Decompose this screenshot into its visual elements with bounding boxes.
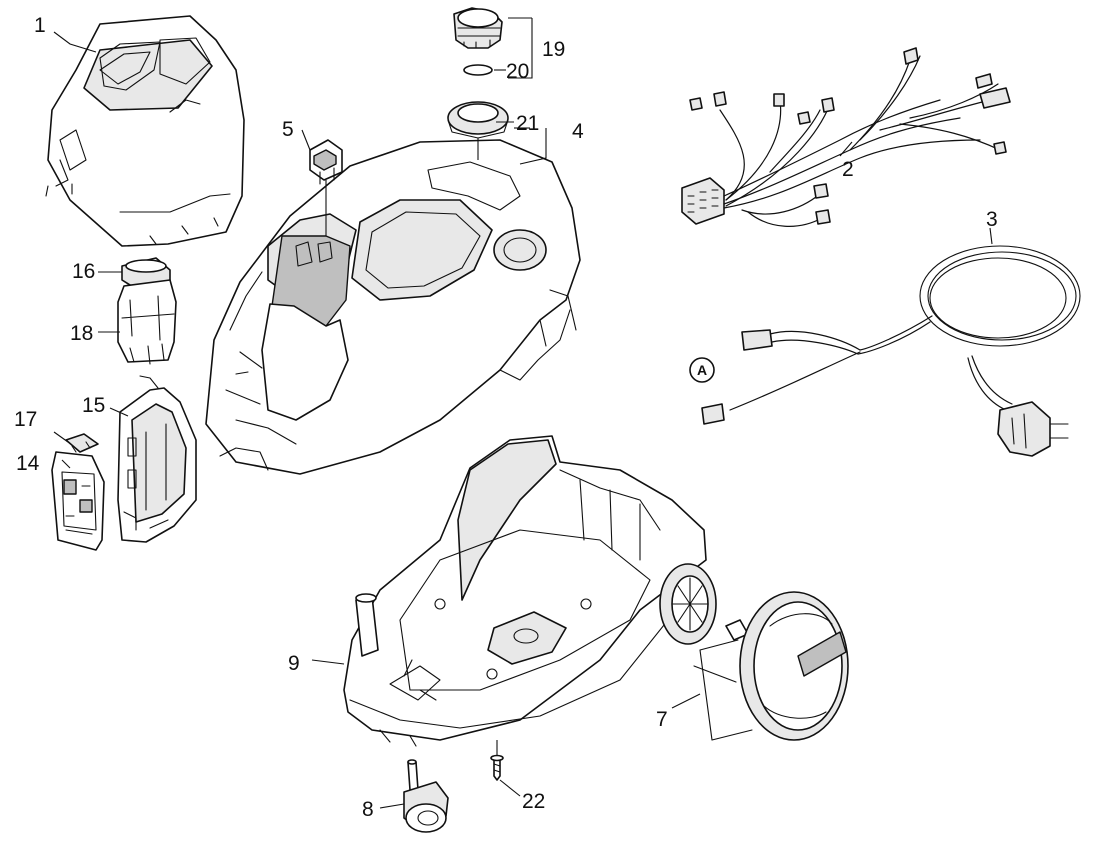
callout-7: 7: [656, 708, 668, 731]
callout-16: 16: [72, 260, 95, 283]
callout-9: 9: [288, 652, 300, 675]
callout-14: 14: [16, 452, 40, 475]
leader-lines: [53, 17, 993, 809]
callout-20: 20: [506, 60, 529, 83]
part-8-castor: [403, 759, 449, 833]
part-9-base: [343, 435, 707, 747]
part-22-screw: [490, 740, 504, 781]
marker-a-label: A: [697, 362, 707, 378]
callout-18: 18: [70, 322, 93, 345]
callout-labels: 1 2 3 4 5 7 8 9 14 15 16 17 18 19 20 21 …: [14, 14, 998, 821]
callout-8: 8: [362, 798, 374, 821]
part-20-seal: [463, 64, 493, 76]
part-3-power-cord: A: [689, 245, 1081, 457]
callout-4: 4: [572, 120, 584, 143]
callout-21: 21: [516, 112, 539, 135]
part-19-cap: [453, 7, 503, 49]
part-5-switch: [309, 139, 343, 236]
callout-5: 5: [282, 118, 294, 141]
callout-22: 22: [522, 790, 545, 813]
callout-15: 15: [82, 394, 105, 417]
callout-19: 19: [542, 38, 565, 61]
part-1-top-cover: [45, 15, 245, 247]
callout-1: 1: [34, 14, 46, 37]
part-7-wheel: [659, 563, 849, 741]
part-17-small-board: [65, 433, 99, 453]
callout-3: 3: [986, 208, 998, 231]
part-2-cable-harness: [681, 47, 1011, 227]
callout-17: 17: [14, 408, 37, 431]
callout-2: 2: [842, 158, 854, 181]
part-4-housing: [205, 139, 581, 475]
part-18-holder: [117, 279, 177, 365]
part-21-filler-ring: [447, 101, 509, 139]
part-15-bracket: [117, 375, 197, 543]
part-14-pcb: [51, 451, 105, 551]
